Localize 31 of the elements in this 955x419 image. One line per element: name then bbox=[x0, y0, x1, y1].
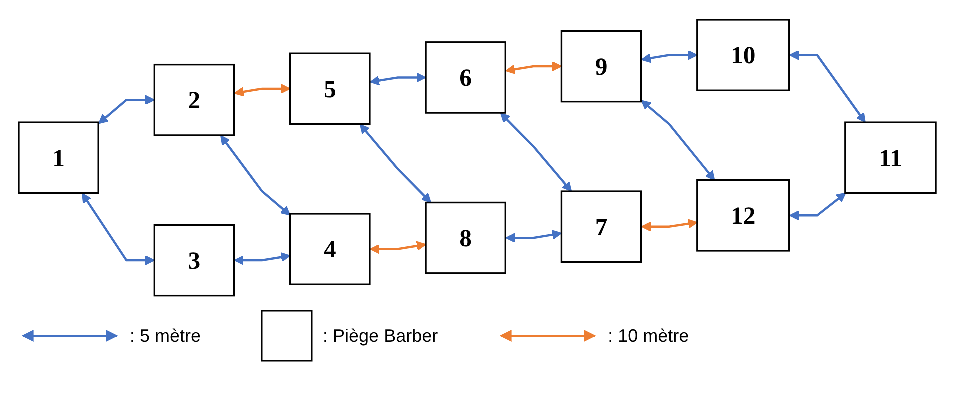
arrow bbox=[82, 193, 156, 266]
arrow bbox=[641, 100, 716, 181]
arrow bbox=[506, 62, 562, 75]
node-box: 10 bbox=[696, 19, 790, 92]
arrow bbox=[220, 135, 291, 216]
node-box: 9 bbox=[560, 30, 642, 103]
arrow bbox=[641, 50, 698, 64]
node-box: 4 bbox=[290, 213, 371, 286]
node-box: 6 bbox=[425, 42, 506, 114]
arrow bbox=[506, 230, 562, 244]
arrow bbox=[234, 252, 291, 266]
legend-label: : 5 mètre bbox=[130, 326, 202, 346]
node-box: 11 bbox=[844, 122, 937, 194]
arrow bbox=[789, 50, 866, 124]
arrow bbox=[500, 113, 572, 192]
arrow bbox=[789, 192, 846, 221]
arrow bbox=[641, 219, 698, 232]
legend-label: : Piège Barber bbox=[323, 326, 438, 346]
node-box: 5 bbox=[290, 52, 371, 126]
arrow bbox=[370, 241, 426, 254]
node-box: 12 bbox=[696, 180, 790, 252]
legend-label: : 10 mètre bbox=[608, 326, 690, 346]
node-box: 3 bbox=[154, 224, 236, 297]
arrow bbox=[234, 84, 291, 97]
arrow bbox=[98, 95, 156, 124]
arrow bbox=[360, 124, 432, 204]
node-box: 2 bbox=[154, 64, 236, 136]
arrow bbox=[370, 72, 426, 86]
node-box: 8 bbox=[425, 202, 506, 274]
node-box: 1 bbox=[18, 122, 100, 194]
node-box: 7 bbox=[560, 190, 642, 264]
